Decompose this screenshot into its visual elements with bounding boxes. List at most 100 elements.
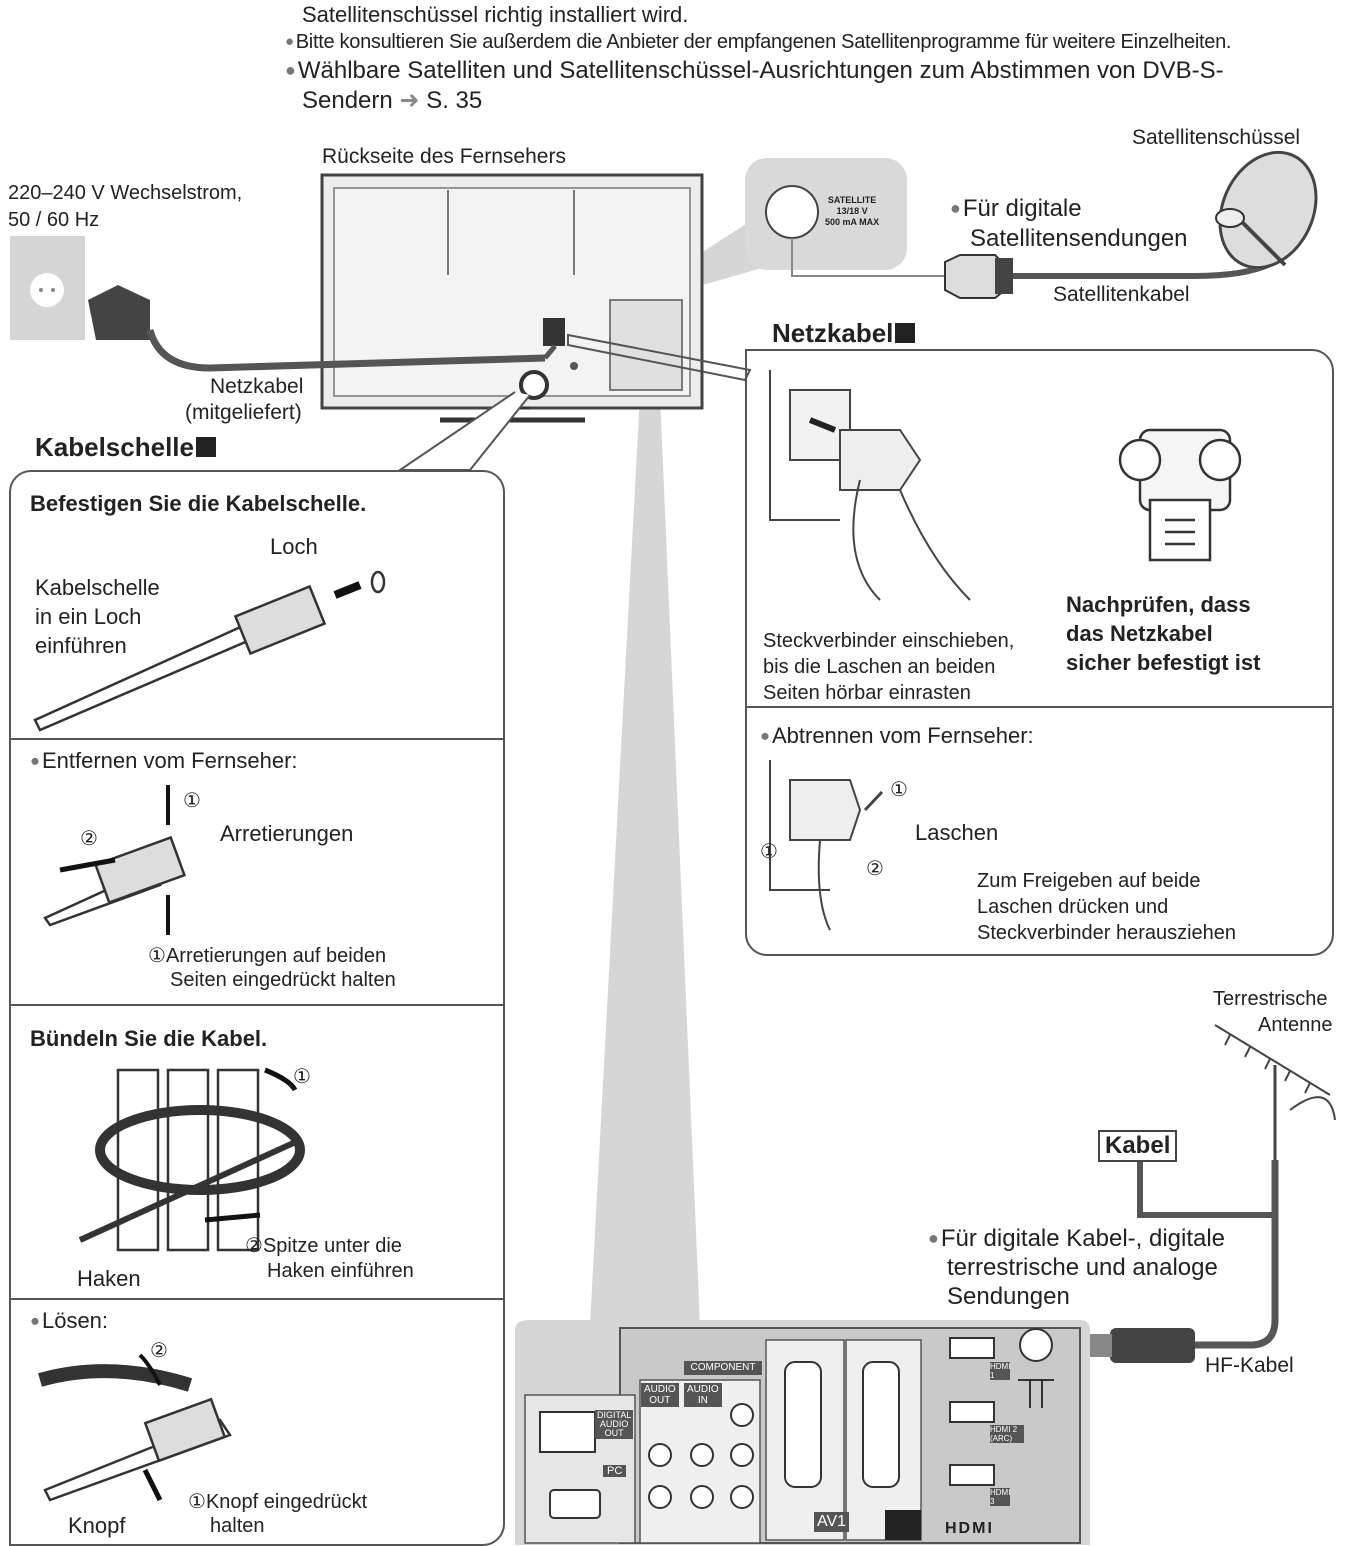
circled-2: ②	[245, 1235, 263, 1257]
divider	[9, 738, 503, 740]
audio-in-line: IN	[697, 1395, 708, 1406]
component-label: COMPONENT	[684, 1361, 762, 1375]
check-note-line: sicher befestigt ist	[1066, 650, 1261, 675]
power-cable-label: Netzkabel	[210, 375, 304, 398]
audio-out-line: AUDIO	[644, 1384, 676, 1395]
clamp-bundle-illustration	[78, 1067, 305, 1252]
av1-label: AV1	[814, 1512, 850, 1532]
hook-label: Haken	[77, 1266, 141, 1291]
antenna-for-2: terrestrische und analoge	[947, 1254, 1218, 1281]
release-note-line: Laschen drücken und	[977, 896, 1169, 918]
audio-in-line: AUDIO	[687, 1384, 719, 1395]
rf-cable-label: HF-Kabel	[1205, 1354, 1294, 1377]
digital-audio-out-label: DIGITAL AUDIO OUT	[595, 1410, 634, 1439]
hdmi2-label: HDMI 2 (ARC)	[990, 1425, 1024, 1443]
digital-audio-line: OUT	[604, 1428, 624, 1438]
power-cord-insert-illustration	[769, 370, 971, 601]
antenna-label-1: Terrestrische	[1213, 988, 1328, 1010]
attach-title: Befestigen Sie die Kabelschelle.	[30, 491, 367, 516]
intro-line-2: Bitte konsultieren Sie außerdem die Anbi…	[285, 31, 1232, 54]
satellite-cable-label: Satellitenkabel	[1053, 283, 1190, 306]
button-label: Knopf	[68, 1513, 126, 1538]
clamp-remove-illustration	[43, 785, 187, 935]
tip-note-2: Haken einführen	[267, 1260, 414, 1282]
intro-line-1: Satellitenschüssel richtig installiert w…	[302, 2, 689, 27]
tv-back-illustration	[320, 173, 704, 423]
dish-label: Satellitenschüssel	[1132, 126, 1301, 149]
disconnect-title: Abtrennen vom Fernseher:	[760, 723, 1034, 749]
check-note: Nachprüfen, dass das Netzkabel sicher be…	[1066, 590, 1260, 677]
power-plug-check-illustration	[1118, 428, 1242, 562]
locks-note-text: Arretierungen auf beiden	[165, 945, 387, 967]
square-icon	[895, 323, 916, 343]
digital-audio-line: AUDIO	[599, 1419, 629, 1429]
satellite-port-current: 500 mA MAX	[825, 217, 880, 227]
digital-audio-line: DIGITAL	[597, 1410, 632, 1420]
tip-note-text: Spitze unter die	[262, 1235, 402, 1257]
satellite-for-label-2: Satellitensendungen	[970, 225, 1188, 252]
intro-line-3: Wählbare Satelliten und Satellitenschüss…	[285, 57, 1224, 85]
circled-1: ①	[148, 945, 166, 967]
release-note-line: Zum Freigeben auf beide	[977, 870, 1201, 892]
power-source-line-1: 220–240 V Wechselstrom,	[8, 182, 243, 204]
button-note-1: ①Knopf eingedrückt	[188, 1489, 367, 1514]
circled-1: ①	[183, 790, 201, 812]
arrow-icon: ➜	[399, 87, 420, 114]
insert-note-line: Steckverbinder einschieben,	[763, 630, 1015, 652]
locks-note-2: Seiten eingedrückt halten	[170, 969, 396, 991]
circled-2: ②	[866, 858, 884, 880]
satellite-port-label: SATELLITE 13/18 V 500 mA MAX	[825, 195, 879, 228]
cable-clamp-heading-text: Kabelschelle	[35, 432, 194, 462]
tabs-label: Laschen	[915, 820, 999, 845]
insert-note-line: bis die Laschen an beiden	[763, 656, 996, 678]
insert-note: Steckverbinder einschieben, bis die Lasc…	[763, 628, 1014, 706]
satellite-port-voltage: 13/18 V	[836, 206, 868, 216]
projection-to-panel	[590, 395, 700, 1325]
antenna-for-1: Für digitale Kabel-, digitale	[928, 1225, 1225, 1253]
clamp-insert-illustration	[33, 570, 386, 732]
release-note: Zum Freigeben auf beide Laschen drücken …	[977, 868, 1236, 946]
circled-1: ①	[890, 779, 908, 801]
kabel-cable	[1137, 1160, 1275, 1218]
divider	[745, 706, 1332, 708]
button-note-2: halten	[210, 1515, 265, 1537]
satellite-dish-illustration	[944, 150, 1318, 299]
power-source-line-2: 50 / 60 Hz	[8, 209, 100, 231]
audio-out-line: OUT	[649, 1395, 671, 1406]
intro-sendern: Sendern	[302, 87, 393, 114]
clamp-release-illustration	[38, 1353, 232, 1502]
hdmi-logo: HDMI	[945, 1520, 994, 1537]
cable-clamp-heading: Kabelschelle	[35, 432, 216, 463]
power-cable-supplied: (mitgeliefert)	[185, 401, 302, 424]
insert-label-1: Kabelschelle	[35, 575, 160, 600]
square-icon	[195, 437, 216, 457]
cable-clamp-panel	[9, 470, 505, 1546]
audio-in-label: AUDIO IN	[684, 1383, 722, 1407]
check-note-line: Nachprüfen, dass	[1066, 592, 1251, 617]
satellite-for-label-1: Für digitale	[950, 195, 1082, 223]
locks-label: Arretierungen	[220, 821, 354, 846]
antenna-label-2: Antenne	[1258, 1014, 1333, 1036]
power-cord-panel	[745, 349, 1334, 956]
check-note-line: das Netzkabel	[1066, 621, 1213, 646]
antenna-cable	[1195, 1160, 1279, 1349]
bundle-title: Bündeln Sie die Kabel.	[30, 1026, 268, 1051]
intro-line-4: Sendern ➜ S. 35	[302, 86, 482, 115]
circled-2: ②	[150, 1340, 168, 1362]
locks-note-1: ①Arretierungen auf beiden	[148, 943, 386, 968]
power-cord-heading: Netzkabel	[772, 318, 916, 349]
antenna-for-3: Sendungen	[947, 1283, 1070, 1310]
kabel-box: Kabel	[1098, 1130, 1178, 1162]
release-title: Lösen:	[30, 1308, 108, 1334]
circled-1: ①	[293, 1066, 311, 1088]
circled-2: ②	[80, 828, 98, 850]
divider	[9, 1004, 503, 1006]
tip-note-1: ②Spitze unter die	[245, 1233, 402, 1258]
insert-label-3: einführen	[35, 633, 127, 658]
insert-note-line: Seiten hörbar einrasten	[763, 682, 971, 704]
page-reference-link[interactable]: S. 35	[426, 87, 483, 114]
button-note-text: Knopf eingedrückt	[205, 1491, 368, 1513]
tv-back-title: Rückseite des Fernsehers	[322, 145, 566, 168]
insert-label-2: in ein Loch	[35, 604, 142, 629]
